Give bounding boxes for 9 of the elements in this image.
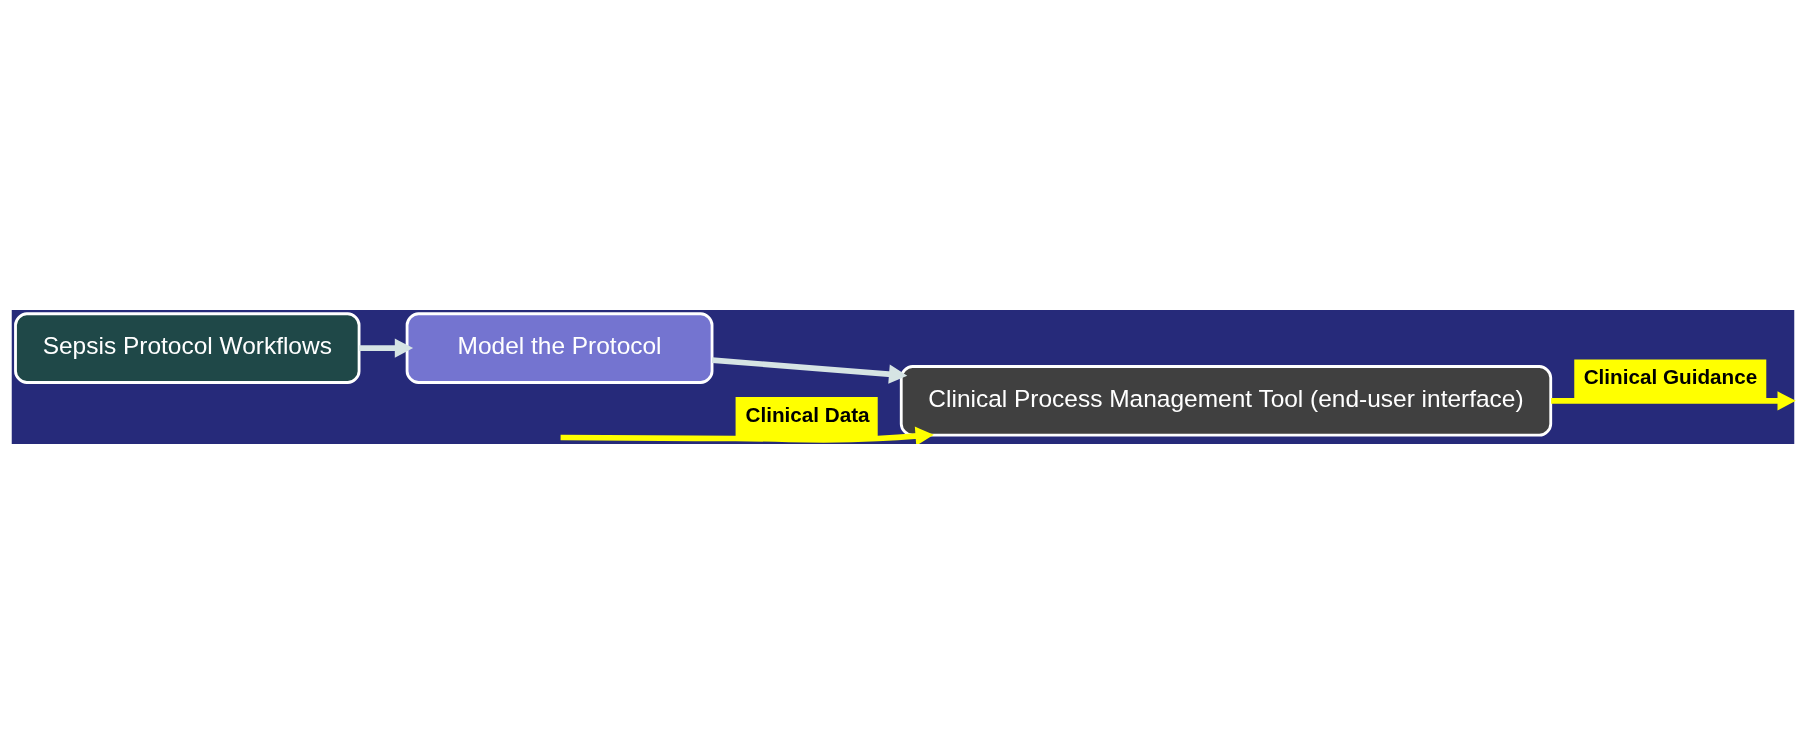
node-box: Clinical Process Management Tool (end-user interface) (899, 365, 1553, 437)
edge-label: Clinical Data (745, 403, 870, 427)
node-box: Model the Protocol (405, 312, 714, 384)
arrow (560, 426, 934, 444)
node-box: Sepsis Protocol Workflows (14, 312, 361, 384)
edge-label: Clinical Guidance (1583, 365, 1758, 389)
arrow (711, 357, 908, 384)
arrow (1551, 391, 1796, 411)
arrow (359, 338, 414, 358)
